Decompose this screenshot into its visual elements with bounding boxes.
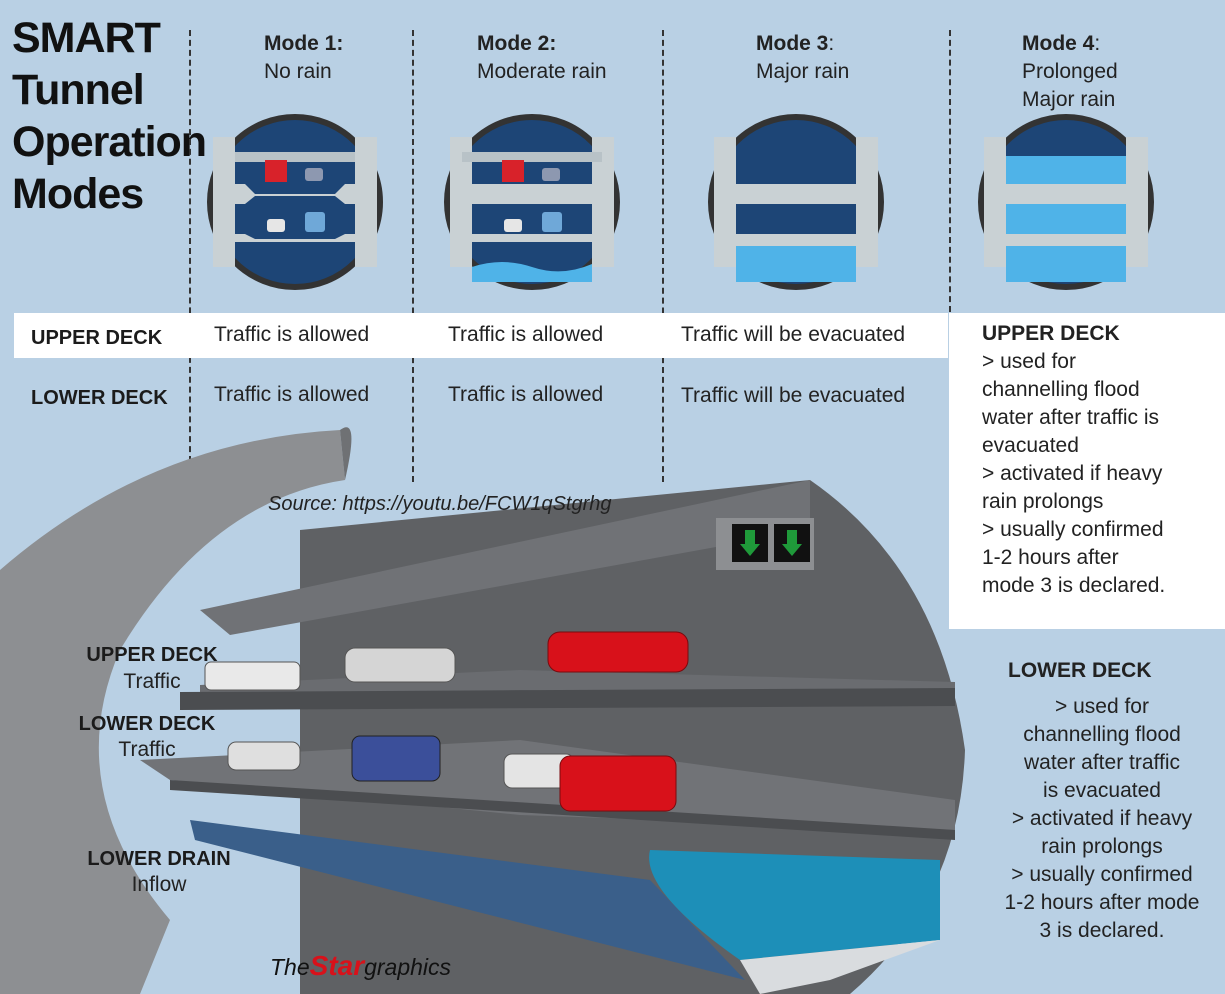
- scene-lower-drain-sub: Inflow: [131, 873, 187, 896]
- upper-deck-row-band: [14, 313, 948, 358]
- mode-1-desc: No rain: [264, 60, 332, 83]
- mode-4-label: Mode 4: [1022, 32, 1095, 55]
- thestar-logo: TheStargraphics: [270, 950, 451, 982]
- mode-4-upper-info: UPPER DECK > used for channelling flood …: [982, 322, 1222, 600]
- mode-4-lower-body: > used for channelling flood water after…: [1004, 695, 1200, 942]
- upper-deck-mode-2: Traffic is allowed: [448, 323, 604, 346]
- mode-4-header: Mode 4: Prolonged Major rain: [1022, 30, 1118, 114]
- mode-2-label: Mode 2:: [477, 32, 557, 55]
- tunnel-illustration: [0, 427, 965, 994]
- column-divider: [189, 30, 191, 462]
- lower-deck-mode-1: Traffic is allowed: [214, 383, 370, 406]
- upper-deck-row-label: UPPER DECK: [31, 327, 163, 349]
- logo-graphics: graphics: [364, 954, 452, 980]
- mode-3-desc: Major rain: [756, 60, 850, 83]
- mode-1-label: Mode 1:: [264, 32, 344, 55]
- column-divider: [949, 30, 951, 312]
- upper-deck-mode-1: Traffic is allowed: [214, 323, 370, 346]
- page-title: SMART Tunnel Operation Modes: [12, 14, 207, 218]
- mode-4-lower-info: LOWER DECK: [1008, 659, 1218, 683]
- mode-2-cross-section: [444, 114, 620, 290]
- logo-the: The: [270, 954, 310, 980]
- mode-4-colon: :: [1094, 32, 1101, 55]
- mode-4-desc: Prolonged Major rain: [1022, 60, 1118, 111]
- column-divider: [412, 30, 414, 482]
- lower-deck-mode-2: Traffic is allowed: [448, 383, 604, 406]
- mode-4-upper-info-panel: [949, 313, 1225, 629]
- mode-3-header: Mode 3: Major rain: [756, 30, 849, 86]
- scene-lower-drain-label: LOWER DRAIN: [87, 848, 231, 870]
- lower-deck-row-label: LOWER DECK: [31, 387, 168, 409]
- logo-star: Star: [309, 950, 365, 981]
- lower-deck-mode-3: Traffic will be evacuated: [681, 384, 906, 407]
- scene-upper-deck-label: UPPER DECK: [86, 644, 218, 666]
- scene-lower-deck-sub: Traffic: [118, 738, 176, 761]
- column-divider: [662, 30, 664, 482]
- mode-4-cross-section: [978, 114, 1154, 290]
- mode-3-colon: :: [828, 32, 835, 55]
- scene-upper-deck-sub: Traffic: [123, 670, 181, 693]
- mode-2-desc: Moderate rain: [477, 60, 607, 83]
- mode-3-cross-section: [708, 114, 884, 290]
- mode-1-header: Mode 1: No rain: [264, 30, 343, 86]
- mode-4-upper-heading: UPPER DECK: [982, 322, 1120, 345]
- upper-deck-mode-3: Traffic will be evacuated: [681, 323, 906, 346]
- mode-4-lower-heading: LOWER DECK: [1008, 659, 1152, 682]
- mode-1-cross-section: [207, 114, 383, 290]
- source-text: Source: https://youtu.be/FCW1qStgrhg: [268, 493, 612, 515]
- mode-4-upper-body: > used for channelling flood water after…: [982, 350, 1166, 597]
- mode-2-header: Mode 2: Moderate rain: [477, 30, 607, 86]
- mode-3-label: Mode 3: [756, 32, 829, 55]
- scene-lower-deck-label: LOWER DECK: [78, 713, 216, 735]
